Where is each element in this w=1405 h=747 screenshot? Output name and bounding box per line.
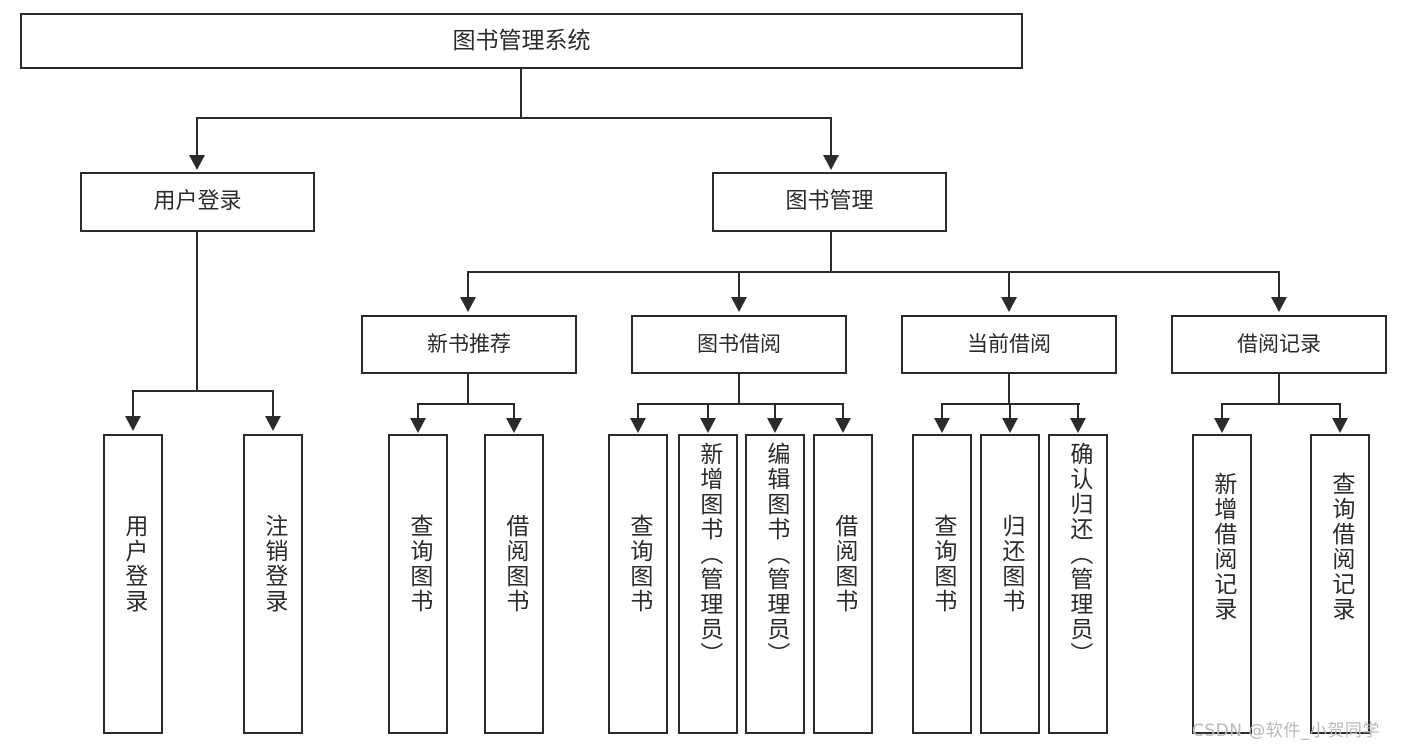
leaf-label: 借阅图书 <box>501 514 528 614</box>
arrowhead-br-to-leaf-1 <box>1214 418 1230 433</box>
arrowhead-bb-to-leaf-2 <box>700 418 716 433</box>
arrowhead-bm-to-current-borrow <box>1001 297 1017 312</box>
leaf-label: 确认归还（管理员） <box>1065 442 1092 667</box>
connector-current-borrow-stem <box>1008 374 1010 404</box>
connector-user-login-to-leaf-1 <box>132 390 134 418</box>
connector-borrow-record-stem <box>1278 374 1280 404</box>
connector-new-book-stem <box>467 374 469 404</box>
connector-user-login-to-leaf-2 <box>272 390 274 418</box>
node-book-management[interactable]: 图书管理 <box>712 172 947 232</box>
connector-root-to-book-management <box>830 117 832 157</box>
leaf-book-borrow-query-book[interactable]: 查询图书 <box>608 434 668 734</box>
connector-book-borrow-stem <box>738 374 740 404</box>
connector-cb-to-leaf-2 <box>1009 403 1011 420</box>
arrowhead-bb-to-leaf-3 <box>767 418 783 433</box>
leaf-label: 查询借阅记录 <box>1327 472 1354 622</box>
arrowhead-bb-to-leaf-4 <box>835 418 851 433</box>
node-label: 图书借阅 <box>697 332 781 357</box>
leaf-book-borrow-edit-book-admin[interactable]: 编辑图书（管理员） <box>745 434 805 734</box>
node-label: 图书管理 <box>785 189 874 215</box>
arrowhead-bm-to-new-book <box>460 297 476 312</box>
arrowhead-bm-to-book-borrow <box>731 297 747 312</box>
leaf-label: 归还图书 <box>997 514 1024 614</box>
connector-bb-to-leaf-4 <box>842 403 844 420</box>
leaf-label: 新增图书（管理员） <box>695 442 722 667</box>
connector-book-management-bus <box>467 271 1279 273</box>
node-label: 图书管理系统 <box>452 27 591 54</box>
connector-user-login-stem <box>196 232 198 392</box>
arrowhead-cb-to-leaf-3 <box>1070 418 1086 433</box>
connector-new-book-to-leaf-2 <box>513 403 515 420</box>
connector-bm-to-book-borrow <box>738 271 740 299</box>
leaf-user-login-login[interactable]: 用户登录 <box>103 434 163 734</box>
node-new-book-recommend[interactable]: 新书推荐 <box>361 315 577 374</box>
leaf-new-book-borrow-book[interactable]: 借阅图书 <box>484 434 544 734</box>
leaf-label: 新增借阅记录 <box>1209 472 1236 622</box>
leaf-label: 借阅图书 <box>830 514 857 614</box>
connector-bm-to-borrow-record <box>1278 271 1280 299</box>
arrowhead-br-to-leaf-2 <box>1332 418 1348 433</box>
csdn-watermark: CSDN @软件_小贺同学 <box>1192 721 1380 741</box>
connector-br-to-leaf-1 <box>1221 403 1223 420</box>
connector-cb-to-leaf-3 <box>1077 403 1079 420</box>
connector-new-book-bus <box>417 403 515 405</box>
arrowhead-user-login-to-leaf-2 <box>265 416 281 431</box>
leaf-user-login-logout[interactable]: 注销登录 <box>243 434 303 734</box>
connector-bb-to-leaf-1 <box>637 403 639 420</box>
arrowhead-cb-to-leaf-1 <box>934 418 950 433</box>
connector-root-bus <box>196 117 832 119</box>
connector-new-book-to-leaf-1 <box>417 403 419 420</box>
connector-cb-to-leaf-1 <box>941 403 943 420</box>
leaf-current-borrow-return-book[interactable]: 归还图书 <box>980 434 1040 734</box>
connector-book-management-stem <box>830 232 832 272</box>
connector-root-stem <box>520 69 522 117</box>
arrowhead-cb-to-leaf-2 <box>1002 418 1018 433</box>
node-user-login[interactable]: 用户登录 <box>80 172 315 232</box>
connector-bm-to-new-book <box>467 271 469 299</box>
leaf-current-borrow-confirm-return-admin[interactable]: 确认归还（管理员） <box>1048 434 1108 734</box>
leaf-label: 编辑图书（管理员） <box>762 442 789 667</box>
leaf-borrow-record-query-record[interactable]: 查询借阅记录 <box>1310 434 1370 734</box>
connector-book-borrow-bus <box>637 403 844 405</box>
arrowhead-new-book-to-leaf-2 <box>506 418 522 433</box>
node-label: 用户登录 <box>153 189 242 215</box>
connector-br-to-leaf-2 <box>1339 403 1341 420</box>
node-root-book-management-system[interactable]: 图书管理系统 <box>20 13 1023 69</box>
arrowhead-bm-to-borrow-record <box>1271 297 1287 312</box>
node-label: 当前借阅 <box>967 332 1051 357</box>
arrowhead-root-to-user-login <box>189 155 205 170</box>
arrowhead-new-book-to-leaf-1 <box>410 418 426 433</box>
connector-user-login-bus <box>132 390 274 392</box>
connector-bb-to-leaf-3 <box>774 403 776 420</box>
arrowhead-user-login-to-leaf-1 <box>125 416 141 431</box>
leaf-label: 用户登录 <box>120 514 147 614</box>
node-borrow-record[interactable]: 借阅记录 <box>1171 315 1387 374</box>
connector-root-to-user-login <box>196 117 198 157</box>
connector-bb-to-leaf-2 <box>707 403 709 420</box>
leaf-book-borrow-borrow-book[interactable]: 借阅图书 <box>813 434 873 734</box>
leaf-label: 注销登录 <box>260 514 287 614</box>
arrowhead-root-to-book-management <box>823 155 839 170</box>
connector-bm-to-current-borrow <box>1008 271 1010 299</box>
leaf-borrow-record-add-record[interactable]: 新增借阅记录 <box>1192 434 1252 734</box>
node-current-borrow[interactable]: 当前借阅 <box>901 315 1117 374</box>
leaf-book-borrow-add-book-admin[interactable]: 新增图书（管理员） <box>678 434 738 734</box>
leaf-new-book-query-book[interactable]: 查询图书 <box>388 434 448 734</box>
node-label: 借阅记录 <box>1237 332 1321 357</box>
connector-borrow-record-bus <box>1221 403 1341 405</box>
leaf-label: 查询图书 <box>625 514 652 614</box>
node-book-borrow[interactable]: 图书借阅 <box>631 315 847 374</box>
leaf-label: 查询图书 <box>929 514 956 614</box>
node-label: 新书推荐 <box>427 332 511 357</box>
arrowhead-bb-to-leaf-1 <box>630 418 646 433</box>
leaf-label: 查询图书 <box>405 514 432 614</box>
leaf-current-borrow-query-book[interactable]: 查询图书 <box>912 434 972 734</box>
